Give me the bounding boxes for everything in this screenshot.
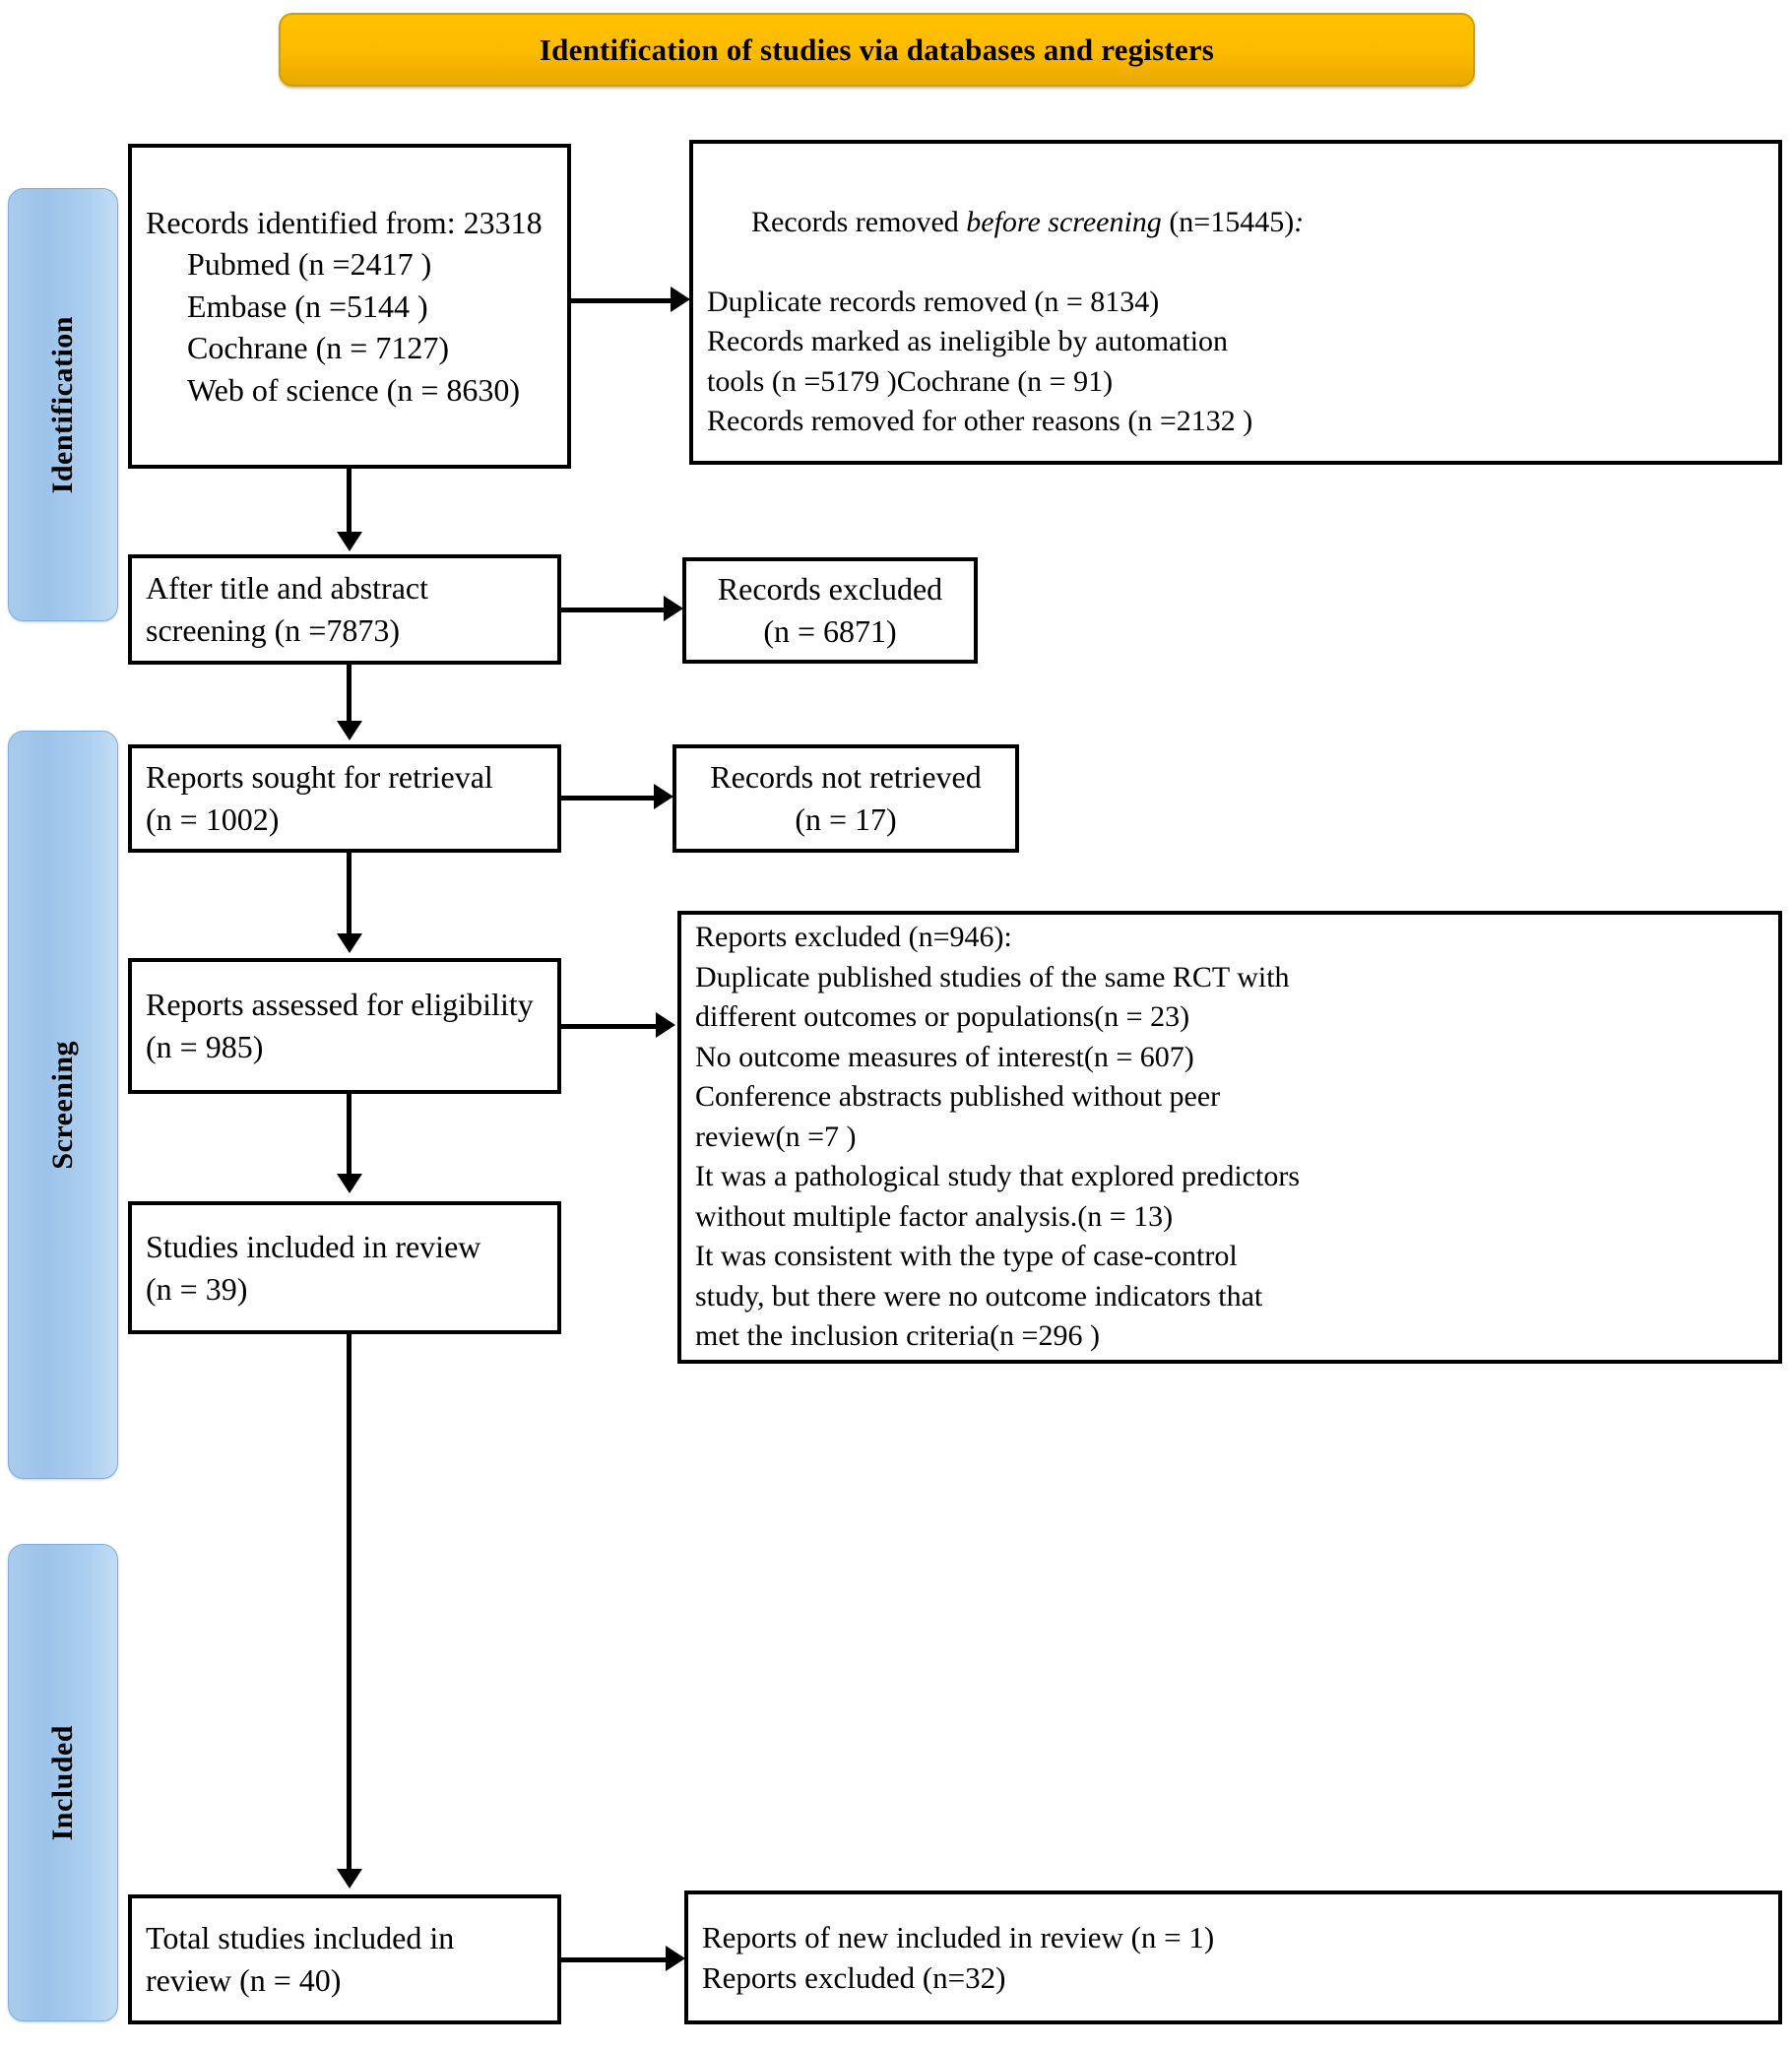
box-line: (n = 39) — [146, 1270, 248, 1307]
flow-box-studies-included-in-review: Studies included in review (n = 39) — [128, 1201, 561, 1334]
box-line: Records identified from: 23318 — [146, 204, 543, 240]
flow-box-records-not-retrieved: Records not retrieved (n = 17) — [672, 744, 1019, 853]
box-line: Web of science (n = 8630) — [187, 371, 521, 408]
flow-box-records-identified: Records identified from: 23318 Pubmed (n… — [128, 144, 571, 469]
box-line: Reports sought for retrieval — [146, 759, 493, 796]
flow-box-total-studies-included: Total studies included in review (n = 40… — [128, 1894, 561, 2024]
box-line: Records marked as ineligible by automati… — [707, 325, 1229, 358]
box-line-italic-lead: Records removed before screening (n=1544… — [707, 162, 1304, 283]
connector-sought-to-assessed — [347, 853, 352, 936]
box-line: Records removed for other reasons (n =21… — [707, 405, 1253, 438]
box-line: Pubmed (n =2417 ) — [187, 246, 432, 283]
box-line: (n = 1002) — [146, 801, 280, 837]
box-line: without multiple factor analysis.(n = 13… — [695, 1199, 1174, 1233]
box-line: It was a pathological study that explore… — [695, 1160, 1300, 1193]
box-line: It was consistent with the type of case-… — [695, 1240, 1238, 1273]
stage-label-included: Included — [8, 1544, 118, 2021]
box-line: Duplicate published studies of the same … — [695, 960, 1290, 993]
connector-identified-to-after-screening — [347, 469, 352, 536]
box-line-part: Records removed — [751, 205, 967, 238]
page-title: Identification of studies via databases … — [539, 32, 1215, 67]
box-line: Duplicate records removed (n = 8134) — [707, 285, 1160, 318]
stage-label-text: Identification — [46, 315, 79, 494]
box-line: No outcome measures of interest(n = 607) — [695, 1040, 1194, 1073]
arrow-head-icon — [337, 933, 362, 953]
box-line: (n = 985) — [146, 1029, 264, 1064]
flow-box-records-excluded: Records excluded (n = 6871) — [682, 557, 978, 664]
flow-box-reports-assessed-for-eligibility: Reports assessed for eligibility (n = 98… — [128, 958, 561, 1094]
diagram-title-banner: Identification of studies via databases … — [279, 13, 1475, 87]
box-line: (n = 6871) — [763, 613, 897, 649]
box-line-part: (n=15445): — [1161, 205, 1305, 238]
connector-sought-to-not-retrieved — [561, 796, 656, 801]
stage-label-identification: Identification — [8, 188, 118, 621]
box-line: Records excluded — [717, 571, 943, 608]
stage-label-text: Screening — [46, 1040, 79, 1170]
arrow-head-icon — [337, 1869, 362, 1889]
box-line: Reports of new included in review (n = 1… — [702, 1919, 1215, 1954]
arrow-head-icon — [654, 784, 673, 809]
box-line: Reports excluded (n=32) — [702, 1960, 1006, 1995]
connector-after-screening-to-sought — [347, 665, 352, 724]
box-line: Records not retrieved — [710, 759, 982, 796]
box-line: review(n =7 ) — [695, 1120, 857, 1153]
box-line: Reports assessed for eligibility — [146, 987, 534, 1023]
flow-box-reports-sought-for-retrieval: Reports sought for retrieval (n = 1002) — [128, 744, 561, 853]
stage-label-screening: Screening — [8, 731, 118, 1479]
arrow-head-icon — [337, 1174, 362, 1193]
box-line: review (n = 40) — [146, 1962, 342, 1998]
box-line: After title and abstract — [146, 570, 428, 607]
arrow-head-icon — [664, 596, 683, 621]
connector-studies-included-to-total — [347, 1334, 352, 1871]
connector-assessed-to-reports-excluded — [561, 1024, 658, 1029]
flow-box-after-title-abstract-screening: After title and abstract screening (n =7… — [128, 554, 561, 665]
box-line: Studies included in review — [146, 1228, 481, 1264]
connector-identified-to-removed — [571, 298, 674, 303]
connector-assessed-to-studies-included — [347, 1094, 352, 1177]
connector-total-to-new-included — [561, 1957, 670, 1962]
box-line-italic: before screening — [966, 205, 1162, 238]
box-line: (n = 17) — [795, 801, 897, 837]
arrow-head-icon — [337, 532, 362, 551]
box-line: different outcomes or populations(n = 23… — [695, 1000, 1190, 1034]
flow-box-reports-excluded: Reports excluded (n=946): Duplicate publ… — [677, 911, 1782, 1364]
box-line: Conference abstracts published without p… — [695, 1080, 1221, 1114]
box-line: Cochrane (n = 7127) — [187, 330, 449, 366]
arrow-head-icon — [656, 1012, 675, 1038]
arrow-head-icon — [337, 721, 362, 740]
box-line: study, but there were no outcome indicat… — [695, 1279, 1263, 1313]
box-line: Reports excluded (n=946): — [695, 921, 1012, 954]
flow-box-records-removed-before-screening: Records removed before screening (n=1544… — [689, 140, 1782, 465]
stage-label-text: Included — [46, 1724, 79, 1841]
box-line: met the inclusion criteria(n =296 ) — [695, 1319, 1100, 1353]
box-line: Embase (n =5144 ) — [187, 288, 428, 324]
box-line: tools (n =5179 )Cochrane (n = 91) — [707, 364, 1114, 398]
box-line: screening (n =7873) — [146, 612, 400, 648]
arrow-head-icon — [666, 1946, 685, 1971]
flow-box-reports-of-new-included: Reports of new included in review (n = 1… — [684, 1890, 1782, 2024]
arrow-head-icon — [671, 287, 690, 312]
connector-after-screening-to-excluded — [561, 608, 666, 612]
box-line: Total studies included in — [146, 1920, 455, 1956]
